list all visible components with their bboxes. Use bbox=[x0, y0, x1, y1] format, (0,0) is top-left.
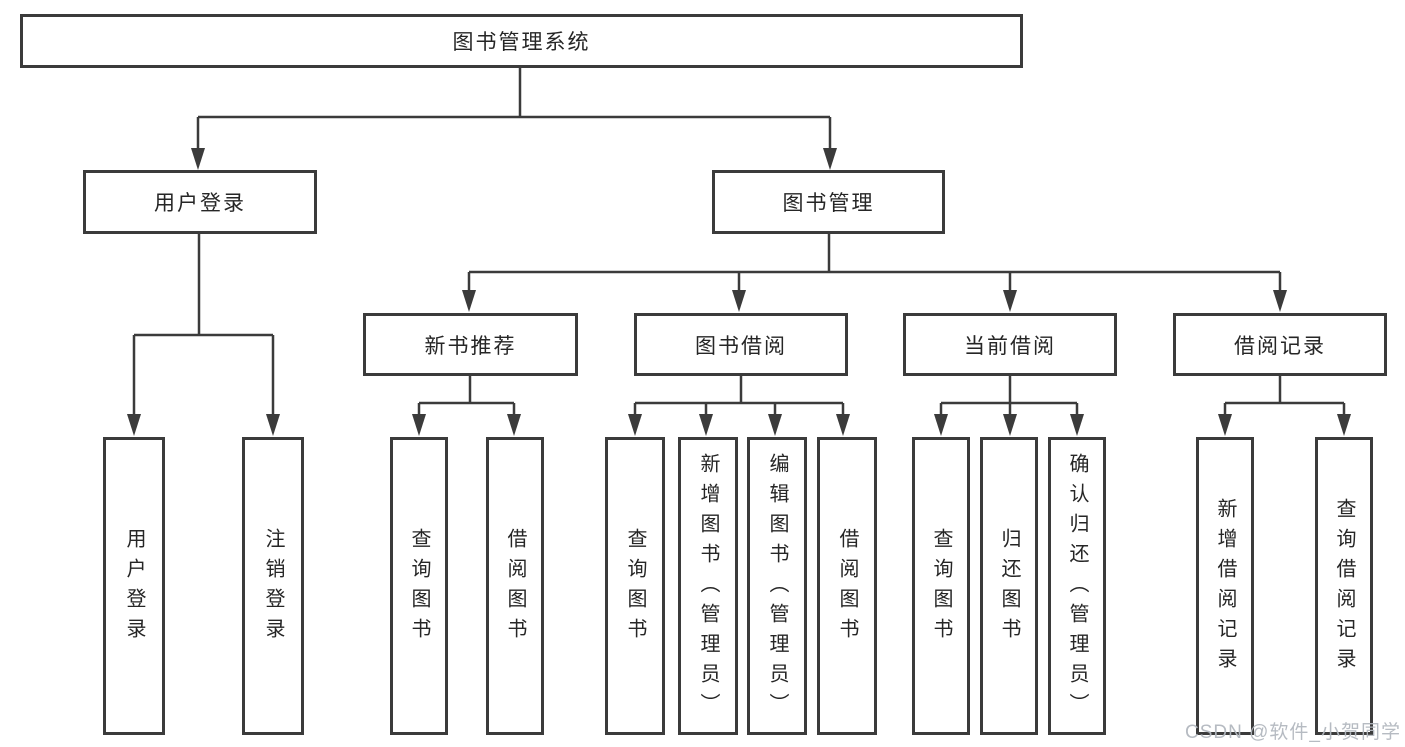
arrowhead-icon bbox=[127, 414, 141, 436]
node-user-login: 用户登录 bbox=[83, 170, 317, 234]
leaf-add-books-admin: 新增图书（管理员） bbox=[678, 437, 738, 735]
node-current-borrowing: 当前借阅 bbox=[903, 313, 1117, 376]
arrowhead-icon bbox=[628, 414, 642, 436]
leaf-query-books-current: 查询图书 bbox=[912, 437, 970, 735]
leaf-confirm-return-admin: 确认归还（管理员） bbox=[1048, 437, 1106, 735]
arrowhead-icon bbox=[732, 290, 746, 312]
arrowhead-icon bbox=[1337, 414, 1351, 436]
arrowhead-icon bbox=[1273, 290, 1287, 312]
leaf-user-login: 用户登录 bbox=[103, 437, 165, 735]
node-borrowing-records: 借阅记录 bbox=[1173, 313, 1387, 376]
node-new-book-recommend: 新书推荐 bbox=[363, 313, 578, 376]
tree-edges bbox=[132, 68, 1346, 416]
arrowhead-icon bbox=[462, 290, 476, 312]
arrowhead-icon bbox=[1218, 414, 1232, 436]
arrowhead-icon bbox=[266, 414, 280, 436]
leaf-query-books-recommend: 查询图书 bbox=[390, 437, 448, 735]
arrowhead-icon bbox=[1003, 290, 1017, 312]
leaf-query-books-borrowing: 查询图书 bbox=[605, 437, 665, 735]
leaf-query-borrow-record: 查询借阅记录 bbox=[1315, 437, 1373, 735]
node-book-management: 图书管理 bbox=[712, 170, 945, 234]
leaf-return-books: 归还图书 bbox=[980, 437, 1038, 735]
leaf-add-borrow-record: 新增借阅记录 bbox=[1196, 437, 1254, 735]
arrowhead-icon bbox=[1070, 414, 1084, 436]
arrowhead-icon bbox=[934, 414, 948, 436]
arrowhead-icon bbox=[412, 414, 426, 436]
leaf-borrow-books-recommend: 借阅图书 bbox=[486, 437, 544, 735]
arrowhead-icon bbox=[699, 414, 713, 436]
arrowhead-icon bbox=[1003, 414, 1017, 436]
arrowhead-icon bbox=[768, 414, 782, 436]
leaf-borrow-books: 借阅图书 bbox=[817, 437, 877, 735]
watermark: CSDN @软件_小贺同学 bbox=[1185, 722, 1401, 743]
arrowhead-icon bbox=[836, 414, 850, 436]
leaf-logout: 注销登录 bbox=[242, 437, 304, 735]
leaf-edit-books-admin: 编辑图书（管理员） bbox=[747, 437, 807, 735]
arrowhead-icon bbox=[823, 148, 837, 170]
arrowhead-icon bbox=[191, 148, 205, 170]
node-book-borrowing: 图书借阅 bbox=[634, 313, 848, 376]
node-root: 图书管理系统 bbox=[20, 14, 1023, 68]
arrowhead-icon bbox=[507, 414, 521, 436]
